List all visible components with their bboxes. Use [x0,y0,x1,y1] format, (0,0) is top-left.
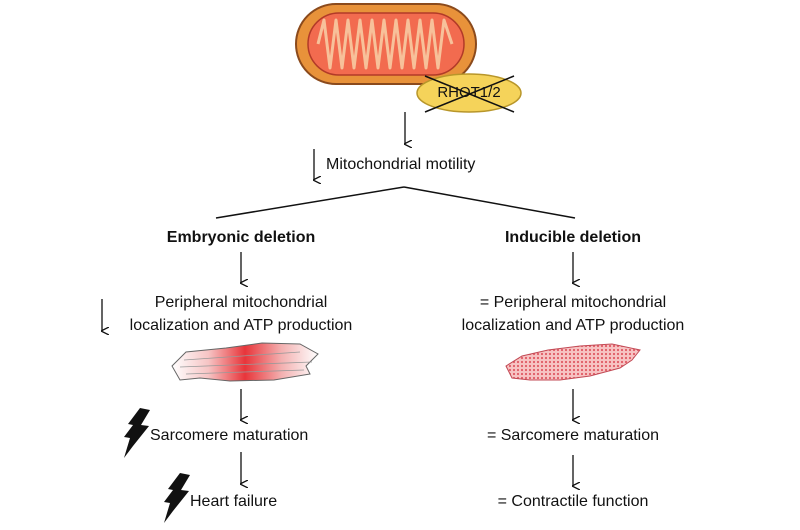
lightning-bolt-icon [164,473,190,523]
cardiomyocyte-immature-icon [171,342,319,382]
lightning-bolt-icon [124,408,150,458]
protein-label: RHOT1/2 [437,84,501,101]
left-step1-line1: Peripheral mitochondrial [154,294,328,311]
contractile-function-label: = Contractile function [497,493,649,510]
inducible-deletion-heading: Inducible deletion [504,229,641,246]
left-step1-line2: localization and ATP production [129,317,353,334]
right-sarcomere-label: = Sarcomere maturation [486,427,660,444]
branch-line-right [403,186,576,219]
right-step1-line1: = Peripheral mitochondrial [479,294,667,311]
branch-line-left [215,186,405,219]
left-sarcomere-label: Sarcomere maturation [150,427,309,444]
mitochondrion-icon [295,3,477,85]
rhot-protein-icon [416,73,522,113]
heart-failure-label: Heart failure [190,493,278,510]
mitochondrial-motility-label: Mitochondrial motility [326,156,476,173]
embryonic-deletion-heading: Embryonic deletion [166,229,316,246]
right-step1-line2: localization and ATP production [461,317,685,334]
cardiomyocyte-mature-icon [505,343,641,381]
